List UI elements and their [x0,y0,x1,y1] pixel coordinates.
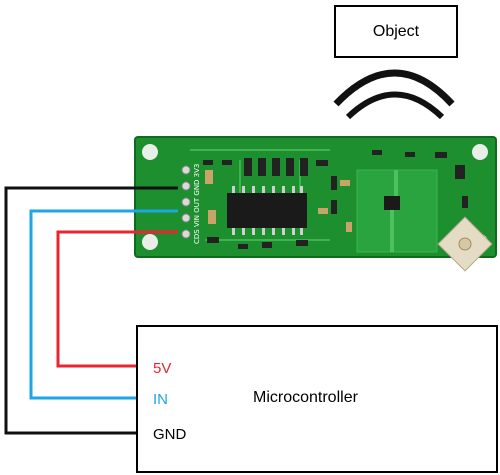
smd-components [203,150,468,249]
ic-pins [232,186,303,235]
cds-label: CDS [412,263,431,273]
mount-hole [472,144,488,160]
object-box [334,5,458,58]
pin-label-in: IN [153,391,168,408]
mount-hole [142,234,158,250]
microcontroller-label: Microcontroller [253,389,358,406]
radar-sensor-board: CDS VIN OUT GND 3V3 [134,136,497,273]
pin-header [181,165,191,239]
object-label: Object [372,22,420,40]
signal-wire [29,209,178,400]
radar-wave-outer [333,69,455,107]
pin-header-label: CDS VIN OUT GND 3V3 [193,164,201,244]
rf-transistor [384,196,400,210]
cds-photoresistor [437,216,493,272]
microcontroller-box [136,325,498,473]
radar-wave-inner [345,91,445,120]
pin-label-5v: 5V [153,360,172,377]
ic-chip [227,193,307,228]
power-wire [56,230,178,368]
ground-wire [4,186,178,435]
pin-label-gnd: GND [153,426,187,443]
mount-hole [142,144,158,160]
